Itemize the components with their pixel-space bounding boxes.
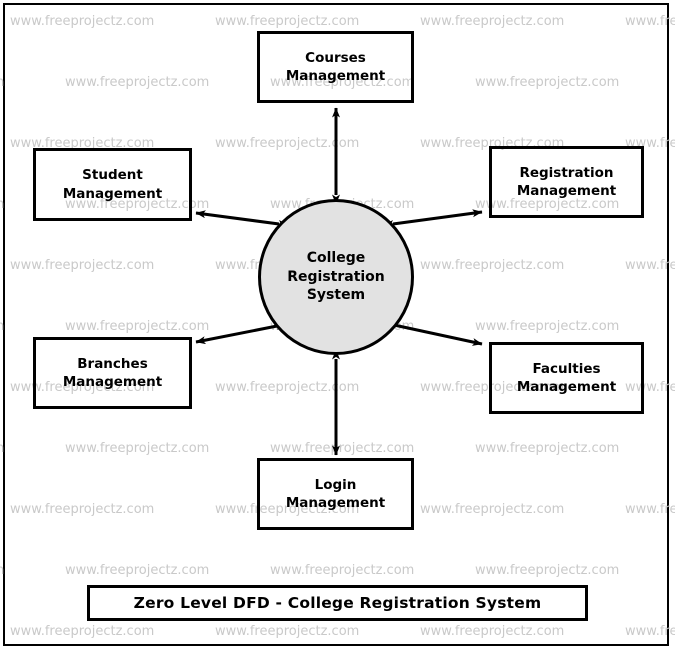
entity-label-courses-management: Courses Management bbox=[285, 49, 386, 84]
entity-label-branches-management: Branches Management bbox=[62, 355, 163, 390]
entity-label-faculties-management: Faculties Management bbox=[516, 360, 617, 395]
entity-branches-management[interactable]: Branches Management bbox=[33, 337, 192, 409]
flow-registration bbox=[383, 209, 483, 228]
diagram-title: Zero Level DFD - College Registration Sy… bbox=[133, 594, 542, 612]
entity-courses-management[interactable]: Courses Management bbox=[257, 31, 414, 103]
entity-login-management[interactable]: Login Management bbox=[257, 458, 414, 530]
process-college-registration-system[interactable]: College Registration System bbox=[258, 199, 414, 355]
flow-branches bbox=[195, 322, 287, 345]
diagram-title-box: Zero Level DFD - College Registration Sy… bbox=[87, 585, 588, 621]
entity-label-login-management: Login Management bbox=[285, 476, 386, 511]
process-label: College Registration System bbox=[287, 249, 385, 304]
flow-faculties bbox=[384, 321, 483, 346]
entity-label-registration-management: Registration Management bbox=[516, 164, 617, 199]
entity-registration-management[interactable]: Registration Management bbox=[489, 146, 644, 218]
entity-faculties-management[interactable]: Faculties Management bbox=[489, 342, 644, 414]
flow-student bbox=[195, 210, 289, 228]
entity-label-student-management: Student Management bbox=[62, 167, 163, 202]
entity-student-management[interactable]: Student Management bbox=[33, 148, 192, 221]
